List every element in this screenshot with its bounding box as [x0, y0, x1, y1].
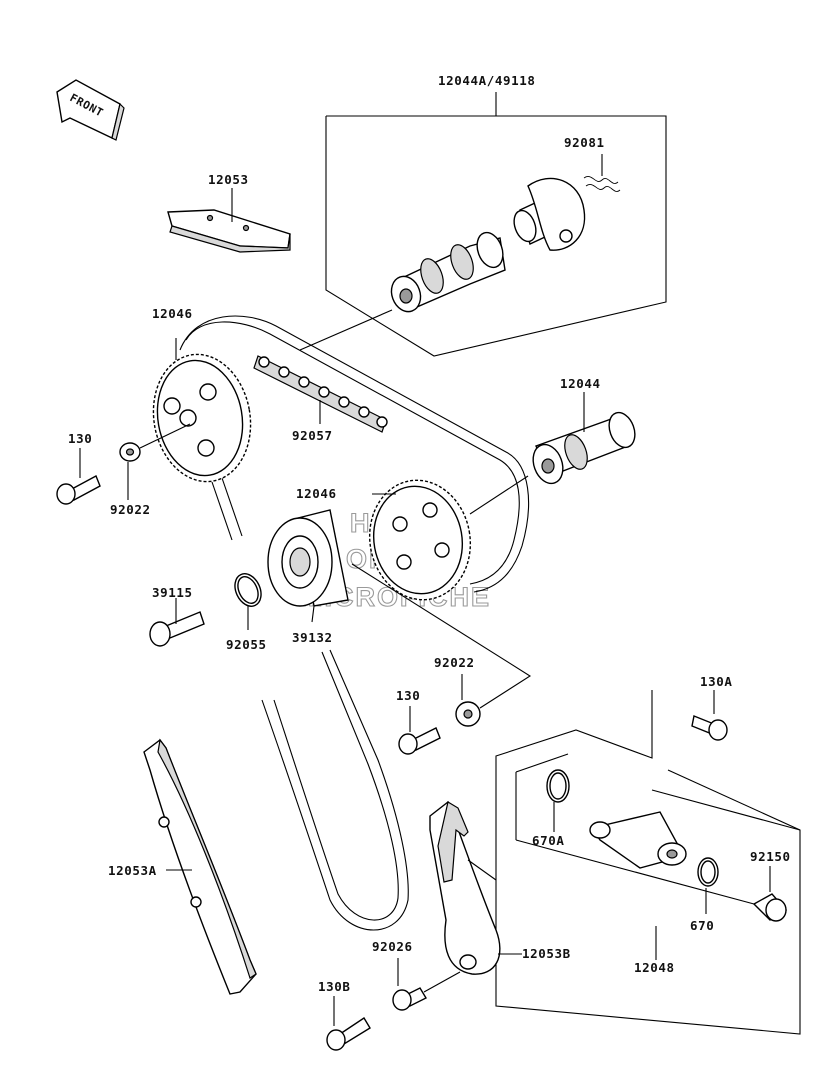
bolt-39115-part [149, 598, 205, 647]
chain-guide-12053B-part [429, 800, 522, 975]
oring-670A-part [546, 769, 570, 832]
chain-guide-12053-part [167, 188, 291, 253]
timing-chain-part [179, 315, 530, 931]
front-arrow-marker: FRONT [56, 79, 125, 141]
bolt-130B-part [326, 996, 371, 1051]
oring-670-part [697, 857, 719, 914]
label-670A: 670A [532, 833, 565, 848]
label-92022-right: 92022 [434, 655, 475, 670]
camshaft-12044-part [469, 392, 636, 515]
label-12044A-49118: 12044A/49118 [438, 73, 536, 88]
label-130-mid: 130 [396, 688, 420, 703]
chain-link-rollers [258, 356, 388, 428]
label-92150: 92150 [750, 849, 791, 864]
camshaft-upper-part [390, 231, 506, 313]
tensioner-12048-part [589, 811, 687, 869]
sprocket-lower-part [368, 479, 472, 601]
label-92055: 92055 [226, 637, 267, 652]
label-130A: 130A [700, 674, 733, 689]
decompressor-part [513, 177, 586, 251]
oring-92055-part [234, 573, 262, 630]
bolt-92150-part [752, 866, 788, 922]
label-12044: 12044 [560, 376, 601, 391]
label-130B: 130B [318, 979, 351, 994]
crank-sprocket-39132-part [267, 509, 349, 623]
tensioner-bracket [495, 690, 801, 1035]
washer-92022-left-part [119, 423, 191, 500]
label-12046-upper: 12046 [152, 306, 193, 321]
washer-92022-right-part [351, 563, 532, 727]
bolt-130-left-part [56, 448, 101, 505]
label-130-left: 130 [68, 431, 92, 446]
label-92081: 92081 [564, 135, 605, 150]
label-670: 670 [690, 918, 714, 933]
label-92022-left: 92022 [110, 502, 151, 517]
label-92026: 92026 [372, 939, 413, 954]
washer-92026-part [392, 958, 461, 1011]
chain-guide-12053A-part [143, 738, 257, 995]
label-39132: 39132 [292, 630, 333, 645]
label-39115: 39115 [152, 585, 193, 600]
label-12053B: 12053B [522, 946, 571, 961]
label-12053A: 12053A [108, 863, 157, 878]
bolt-130-mid-part [398, 706, 441, 755]
spring-92081-part [583, 154, 621, 192]
label-12048: 12048 [634, 960, 675, 975]
camshaft-set-bracket [299, 92, 667, 357]
label-92057: 92057 [292, 428, 333, 443]
sprocket-upper-part [152, 338, 252, 483]
bolt-130A-part [691, 690, 728, 741]
label-12046-lower: 12046 [296, 486, 337, 501]
label-12053: 12053 [208, 172, 249, 187]
